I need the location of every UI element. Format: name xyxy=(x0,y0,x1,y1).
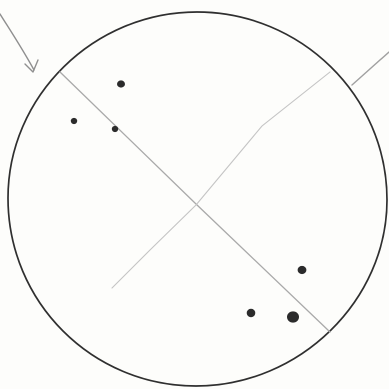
dot xyxy=(247,309,256,317)
dot xyxy=(287,311,299,322)
dot xyxy=(117,80,125,87)
dot xyxy=(298,266,307,274)
dot xyxy=(112,126,118,132)
dot xyxy=(71,118,77,124)
